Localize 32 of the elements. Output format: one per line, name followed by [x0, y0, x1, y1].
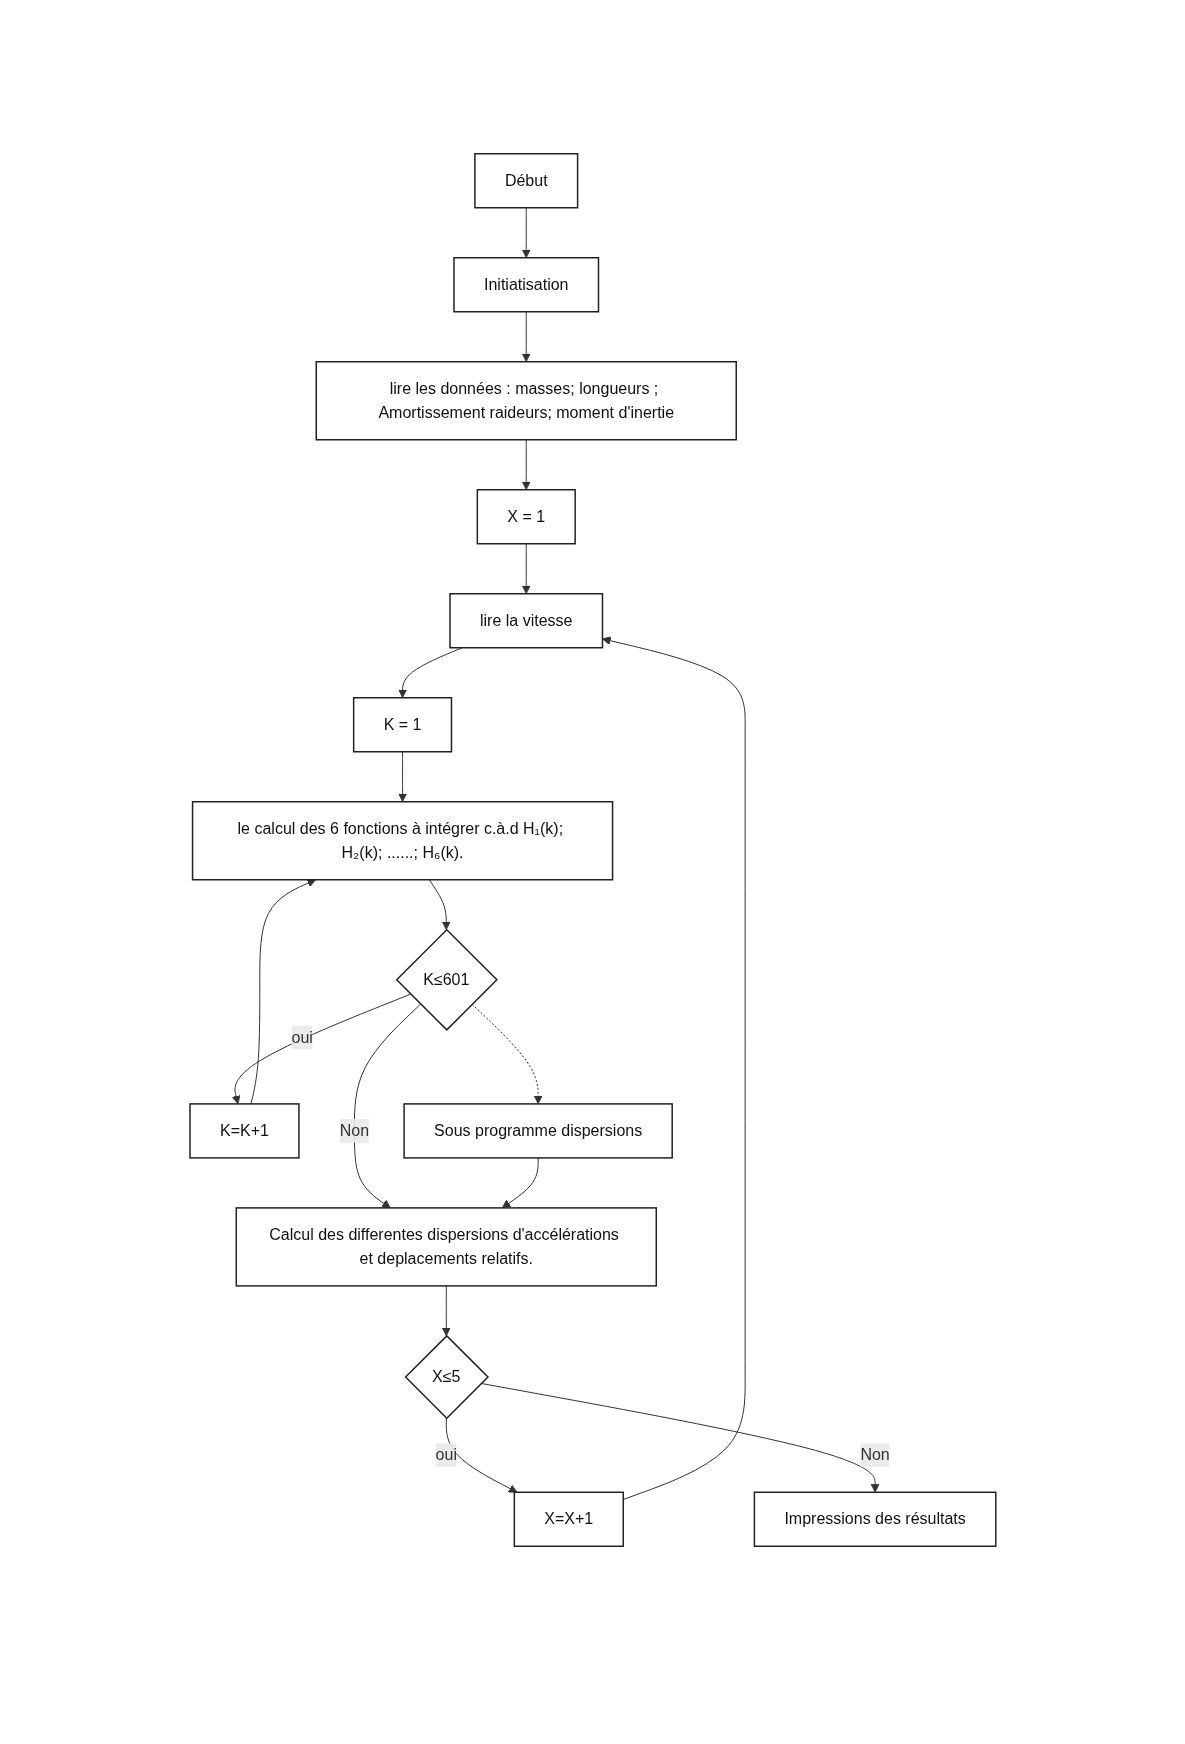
- arrow: [231, 993, 411, 1105]
- arrow: [397, 647, 463, 699]
- node-box: le calcul des 6 fonctions à intégrer c.à.d H₁(k); H₂(k); ......; H₆(k).: [191, 801, 613, 881]
- node-box: Calcul des differentes dispersions d'accélérations et deplacements relatifs.: [235, 1207, 657, 1287]
- node-diamond: X≤5: [404, 1334, 489, 1420]
- node-box: lire les données : masses; longueurs ; Amortissement raideurs; moment d'inertie: [315, 361, 737, 441]
- arrow: [397, 751, 407, 803]
- node-diamond: K≤601: [395, 928, 498, 1031]
- node-box: lire la vitesse: [448, 593, 603, 649]
- edge-label: oui: [291, 1028, 313, 1046]
- node-box: X=X+1: [513, 1491, 624, 1547]
- node-box: K = 1: [352, 697, 452, 753]
- arrow: [521, 311, 531, 363]
- arrow: [250, 878, 316, 1105]
- node-box: Initiatisation: [452, 257, 599, 313]
- arrow: [521, 207, 531, 259]
- arrow: [353, 1003, 421, 1209]
- node-box: Impressions des résultats: [753, 1491, 997, 1547]
- arrow: [428, 879, 451, 931]
- node-box: Sous programme dispersions: [402, 1103, 673, 1159]
- arrow: [445, 1417, 518, 1493]
- edge-label: Non: [860, 1446, 890, 1464]
- arrow: [521, 543, 531, 595]
- node-box: Début: [473, 153, 578, 209]
- arrow: [441, 1285, 451, 1337]
- node-box: X = 1: [476, 489, 576, 545]
- edge-label: Non: [339, 1121, 369, 1139]
- edge-label: oui: [435, 1446, 457, 1464]
- arrow: [501, 1157, 539, 1209]
- arrow: [521, 439, 531, 491]
- node-box: K=K+1: [188, 1103, 300, 1159]
- arrow: [480, 1382, 880, 1493]
